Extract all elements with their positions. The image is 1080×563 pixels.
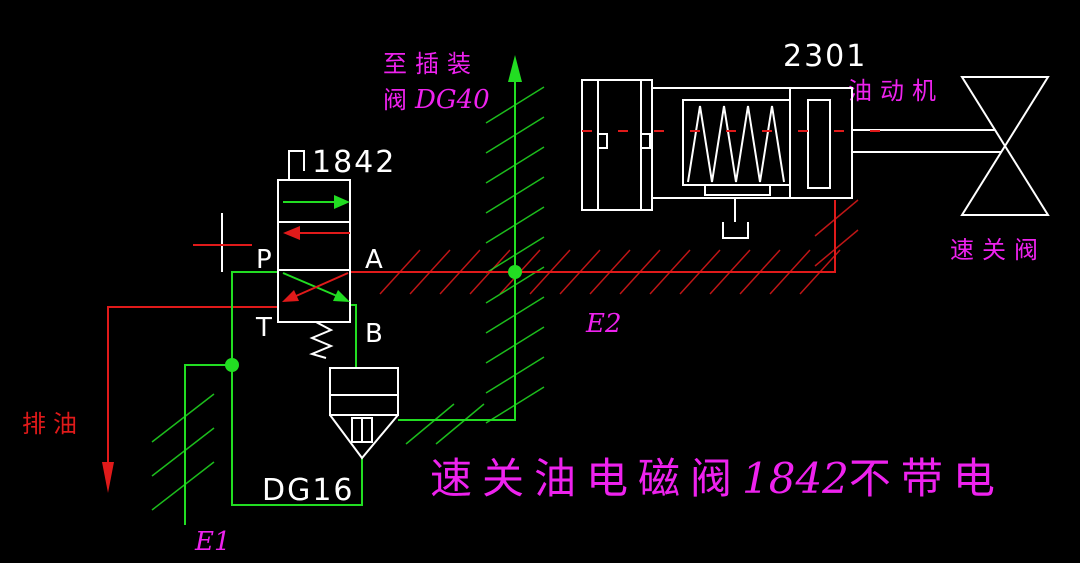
to-cartridge-label-line1: 至插装 [383, 50, 479, 78]
port-t-label: T [255, 313, 272, 343]
to-cartridge-label-code: DG40 [414, 85, 490, 115]
junction-dot [225, 358, 239, 372]
to-cartridge-label-line2: 阀DG40 [383, 85, 490, 115]
actuator-cylinder [651, 87, 853, 199]
up-arrow-icon [508, 55, 522, 82]
drain-arrow-icon [102, 462, 114, 493]
actuator-number: 2301 [783, 39, 867, 74]
gate-valve-icon [960, 76, 1050, 216]
spring-seat [704, 184, 771, 196]
flow-arrow-cross-p-icon [282, 272, 338, 297]
flow-arrow-right-head-icon [334, 195, 350, 209]
actuator-2301: 2301 油动机 [581, 39, 1001, 239]
cartridge-valve-cone [329, 414, 399, 460]
spring-icon [687, 105, 785, 183]
seal-mark [597, 133, 608, 149]
solenoid-valve-number: 1842 [312, 145, 396, 180]
hatch-marks [151, 86, 859, 511]
hatch-mark [405, 403, 455, 445]
green-line-e2-to-dg40 [398, 80, 516, 421]
green-line-port-p-supply [231, 271, 363, 506]
hatch-mark [151, 393, 215, 443]
flow-arrow-cross-a-head-icon [282, 290, 299, 302]
line-e2-label: E2 [585, 309, 622, 339]
green-line-e1-branch [184, 364, 232, 525]
hatch-mark [814, 229, 859, 267]
return-spring-icon [308, 321, 334, 359]
drain-tank-icon [722, 198, 749, 239]
junction-dot [508, 265, 522, 279]
hatch-mark [151, 427, 215, 477]
port-b-label: B [365, 319, 383, 349]
caption-prefix: 速关油电磁阀 [430, 454, 742, 503]
seal-mark [640, 133, 651, 149]
line-e1-label: E1 [194, 527, 231, 557]
flow-arrow-cross-a-icon [295, 272, 349, 297]
drain-label: 排油 [22, 410, 84, 438]
green-line-port-b [350, 304, 357, 368]
hatch-mark [435, 403, 485, 445]
cartridge-valve-body [329, 367, 399, 416]
cartridge-valve-label: DG16 [262, 473, 355, 508]
piston [807, 99, 831, 189]
to-cartridge-label-prefix: 阀 [383, 86, 415, 114]
cartridge-valve-dg16: DG16 [262, 367, 399, 508]
trip-valve-label: 速关阀 [950, 236, 1046, 264]
red-line-port-t-drain [107, 306, 278, 462]
caption-suffix: 不带电 [849, 454, 1005, 503]
actuator-name: 油动机 [848, 77, 944, 105]
flow-arrow-cross-p-head-icon [333, 290, 350, 302]
caption-number: 1842 [742, 454, 849, 503]
port-a-label: A [365, 245, 383, 275]
valve-body [277, 179, 351, 323]
trip-valve: 速关阀 [950, 76, 1050, 264]
port-p-label: P [256, 245, 272, 275]
solenoid-coil-icon [288, 150, 305, 180]
flow-arrow-left-head-icon [283, 226, 300, 240]
solenoid-valve-1842: 1842 P A T B [193, 145, 396, 359]
hatch-mark [814, 199, 859, 237]
hatch-mark [151, 461, 215, 511]
diagram-caption: 速关油电磁阀1842不带电 [430, 454, 1005, 503]
